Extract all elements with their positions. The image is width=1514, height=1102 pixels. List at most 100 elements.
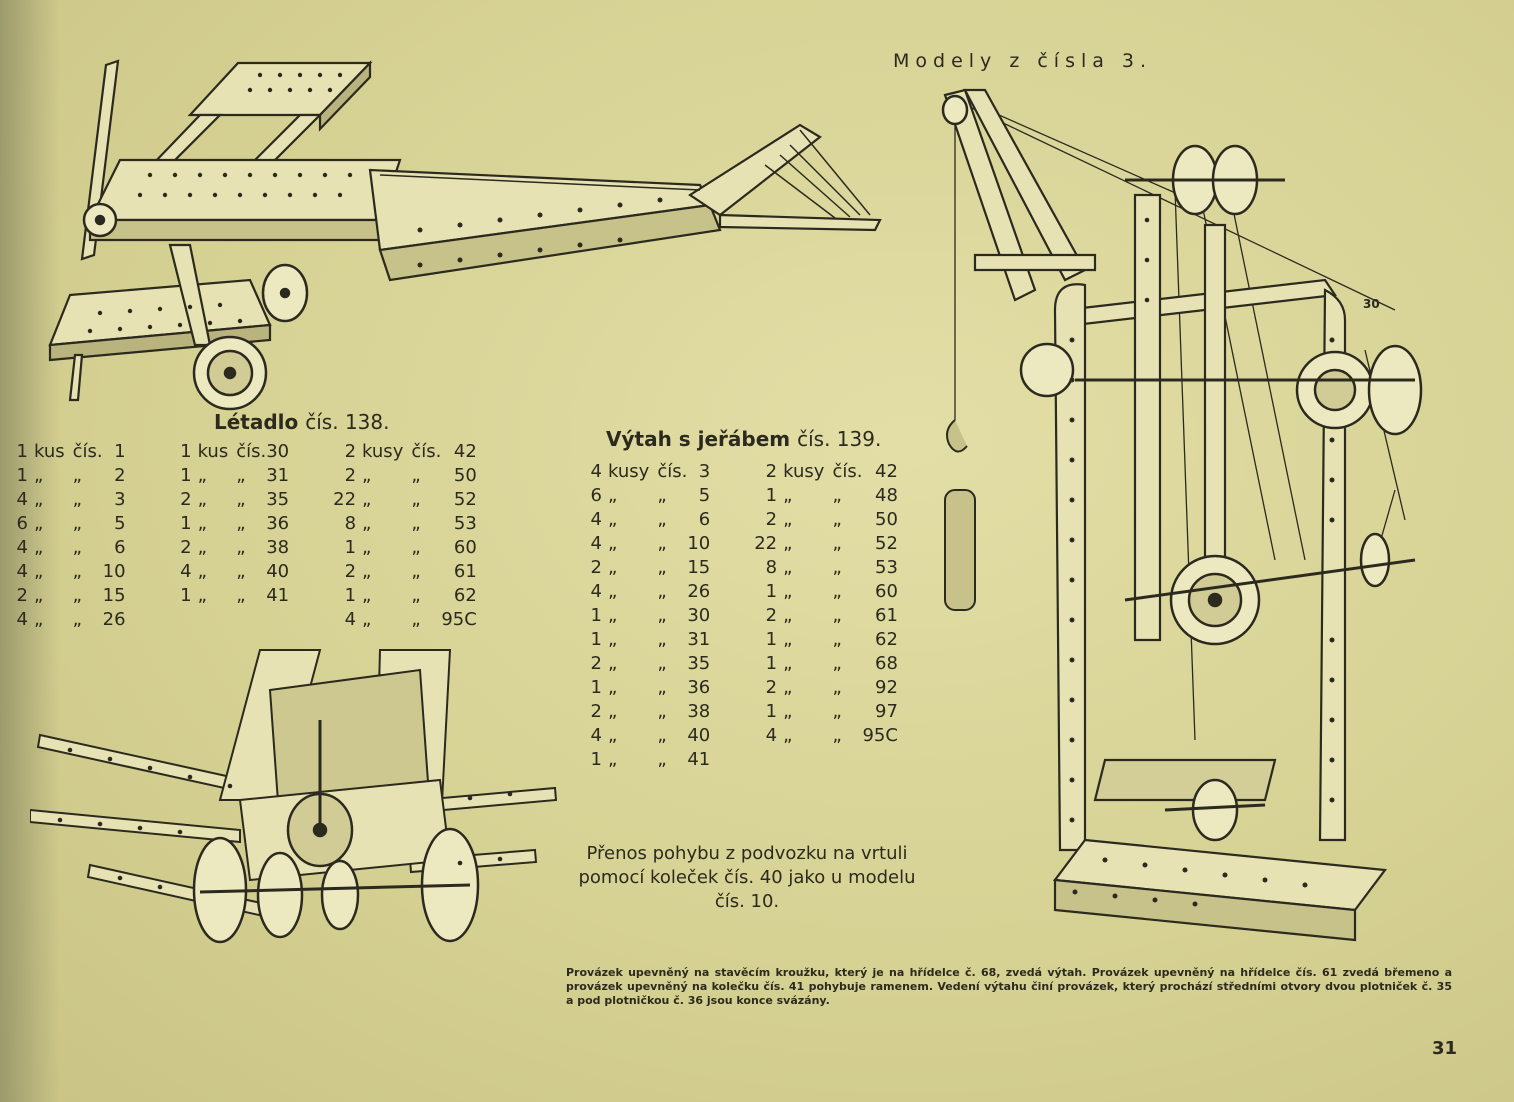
number-label: „ [411, 489, 421, 510]
unit [777, 748, 824, 772]
part-number: 68 [875, 653, 898, 674]
quantity: 1 [344, 537, 357, 558]
number-label: „ [832, 557, 842, 578]
part-number: 62 [875, 629, 898, 650]
part-number: 62 [453, 585, 477, 606]
quantity: 2 [16, 585, 28, 606]
part-number: 38 [266, 537, 290, 558]
number-label: „ [236, 537, 246, 558]
page-binding-shadow [0, 0, 60, 1102]
unit: „ [608, 749, 618, 770]
part-number: 61 [875, 605, 898, 626]
number-label: „ [72, 585, 82, 606]
unit: kusy [362, 441, 404, 462]
number-label: „ [832, 653, 842, 674]
unit: kusy [783, 461, 825, 482]
part-number: 35 [266, 489, 290, 510]
number-label: „ [72, 489, 82, 510]
unit: kus [34, 441, 65, 462]
part-number: 40 [687, 725, 711, 746]
number-label: „ [657, 677, 667, 698]
quantity [714, 748, 777, 772]
quantity: 1 [16, 441, 28, 462]
number-label: „ [832, 485, 842, 506]
unit: „ [34, 465, 44, 486]
part-number [862, 748, 901, 772]
quantity: 1 [765, 485, 778, 506]
unit: „ [608, 725, 618, 746]
part-number [266, 608, 293, 632]
quantity: 2 [344, 441, 357, 462]
number-label: „ [832, 677, 842, 698]
unit: „ [783, 653, 793, 674]
unit: „ [362, 537, 372, 558]
part-number: 31 [687, 629, 711, 650]
quantity: 4 [16, 609, 28, 630]
quantity: 1 [590, 629, 602, 650]
part-number: 53 [453, 513, 477, 534]
part-number: 52 [453, 489, 477, 510]
quantity: 1 [590, 677, 602, 698]
unit: „ [362, 465, 372, 486]
number-label: „ [657, 509, 667, 530]
number-label: čís. [657, 461, 688, 482]
number-label: „ [411, 561, 421, 582]
model-139-title: Výtah s jeřábem čís. 139. [606, 427, 881, 451]
unit: „ [783, 509, 793, 530]
part-number: 50 [453, 465, 477, 486]
page-number: 31 [1432, 1038, 1458, 1059]
quantity: 2 [344, 465, 357, 486]
quantity: 4 [180, 561, 192, 582]
unit: „ [608, 557, 618, 578]
parts-row: 1„„41 [580, 748, 902, 772]
unit: „ [783, 677, 793, 698]
quantity: 4 [765, 725, 778, 746]
part-number: 2 [114, 465, 126, 486]
part-number: 41 [687, 749, 711, 770]
quantity: 4 [590, 725, 602, 746]
quantity: 2 [344, 561, 357, 582]
number-label: „ [657, 629, 667, 650]
part-number: 6 [698, 509, 711, 530]
number-label: „ [657, 485, 667, 506]
number-label: „ [832, 629, 842, 650]
unit: kus [197, 441, 229, 462]
quantity: 2 [765, 461, 778, 482]
number-label: „ [236, 465, 246, 486]
number-label: „ [72, 609, 82, 630]
quantity: 2 [180, 489, 192, 510]
part-number: 61 [453, 561, 477, 582]
part-number: 1 [114, 441, 126, 462]
unit: „ [197, 513, 207, 534]
part-number: 60 [453, 537, 477, 558]
part-number: 6 [114, 537, 126, 558]
quantity: 1 [765, 701, 778, 722]
unit: „ [783, 581, 793, 602]
series-title: Modely z čísla 3. [893, 50, 1153, 72]
number-label: „ [657, 749, 667, 770]
unit: „ [34, 609, 44, 630]
quantity: 1 [16, 465, 28, 486]
unit: „ [608, 677, 618, 698]
number-label: „ [411, 465, 421, 486]
unit: „ [608, 485, 618, 506]
quantity: 1 [180, 441, 192, 462]
part-number: 42 [453, 441, 477, 462]
part-number: 5 [698, 485, 711, 506]
number-label: čís. [832, 461, 863, 482]
part-number: 38 [687, 701, 711, 722]
unit: „ [783, 629, 793, 650]
unit: „ [34, 489, 44, 510]
number-label: „ [657, 581, 667, 602]
quantity: 1 [180, 585, 192, 606]
unit: „ [783, 605, 793, 626]
quantity: 4 [16, 561, 28, 582]
